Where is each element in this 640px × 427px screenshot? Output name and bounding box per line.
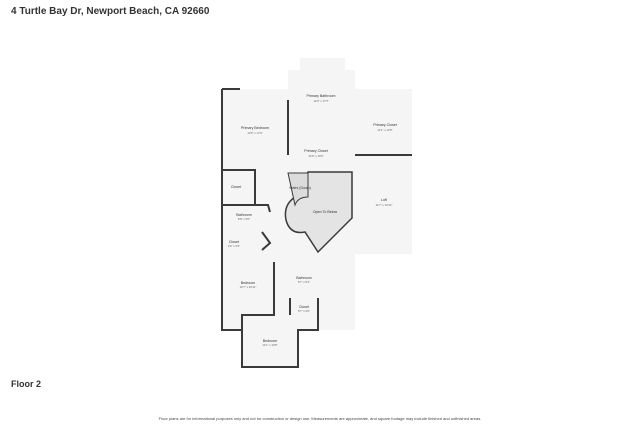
room-dimensions: 5'7" x 8'1" — [298, 280, 310, 284]
room-loft: Loft — [381, 198, 387, 202]
room-dimensions: 13'6" x 17'9" — [247, 131, 262, 135]
room-dimensions: 14'0" x 10'0" — [308, 154, 323, 158]
room-dimensions: 10'7" x 20'11" — [240, 285, 257, 289]
room-primary-closet: Primary Closet — [373, 123, 397, 127]
room-dimensions: 11'7" x 19'10" — [376, 203, 393, 207]
property-address: 4 Turtle Bay Dr, Newport Beach, CA 92660 — [11, 6, 210, 17]
room-bedroom-2: Bedroom — [263, 339, 278, 343]
room-dimensions: 11'1" x 12'8" — [377, 128, 392, 132]
room-closet-2: Closet — [229, 240, 239, 244]
room-primary-bedroom: Primary Bedroom — [241, 126, 269, 130]
room-dimensions: 4'0" x 5'3" — [228, 244, 240, 248]
room-bathroom: Bathroom — [236, 213, 252, 217]
room-bathroom-2: Bathroom — [296, 276, 312, 280]
room-stairs: Stairs (Down) — [289, 186, 311, 190]
room-primary-bathroom: Primary Bathroom — [307, 94, 336, 98]
room-primary-closet-2: Primary Closet — [304, 149, 328, 153]
stairs — [287, 172, 309, 207]
room-dimensions: 11'1" x 10'8" — [262, 343, 277, 347]
room-dimensions: 14'0" x 17'3" — [313, 99, 328, 103]
room-bedroom: Bedroom — [241, 281, 256, 285]
disclaimer: Floor plans are for informational purpos… — [158, 416, 482, 421]
room-dimensions: 5'7" x 6'0" — [298, 309, 310, 313]
room-closet: Closet — [231, 185, 241, 189]
room-closet-3: Closet — [299, 305, 309, 309]
floor-label: Floor 2 — [11, 379, 42, 389]
room-open-to-below: Open To Below — [313, 210, 338, 214]
room-dimensions: 8'8" x 5'0" — [238, 217, 250, 221]
